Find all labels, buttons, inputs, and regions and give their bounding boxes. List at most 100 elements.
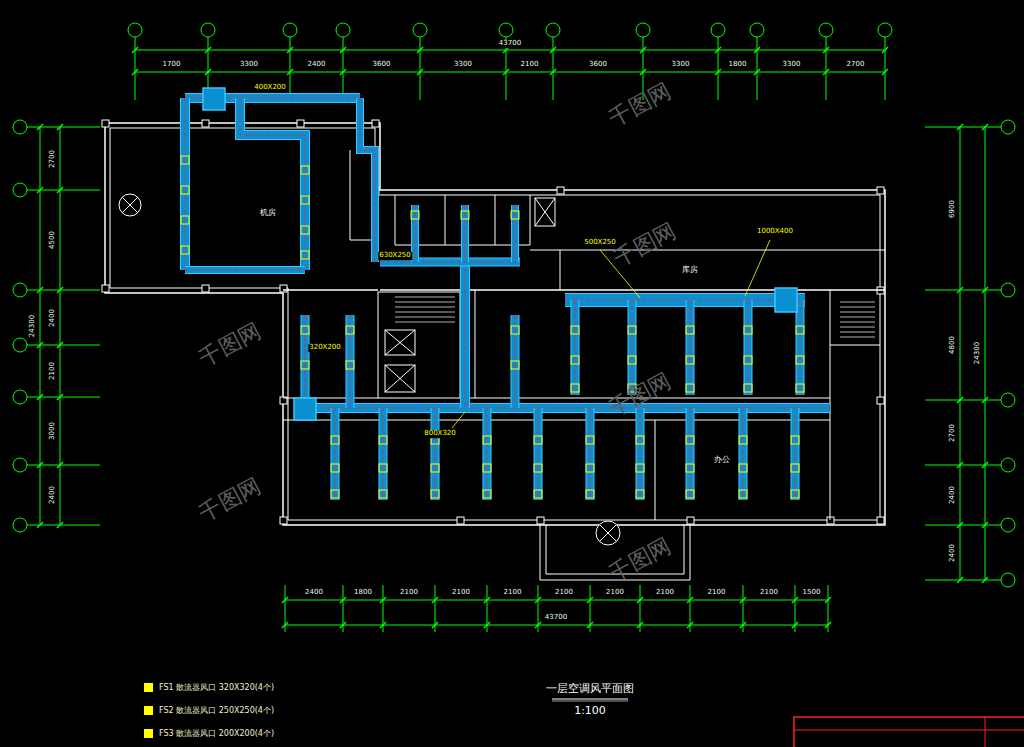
legend-text: FS2 散流器风口 250X250(4个) bbox=[159, 705, 274, 716]
air-duct bbox=[185, 267, 305, 273]
column bbox=[102, 120, 109, 127]
partition-wall bbox=[830, 345, 880, 346]
air-duct bbox=[744, 300, 753, 395]
diffuser bbox=[739, 490, 747, 498]
axis-line bbox=[925, 465, 1001, 466]
diffuser bbox=[301, 326, 309, 334]
shaft-cross bbox=[535, 198, 555, 226]
stair-tread bbox=[395, 302, 455, 303]
column bbox=[877, 517, 884, 524]
air-duct bbox=[534, 408, 543, 500]
dimension-text: 3300 bbox=[453, 61, 473, 69]
watermark: 千图网 bbox=[604, 78, 675, 131]
duct-centerline bbox=[743, 408, 744, 500]
dimension-text: 2100 bbox=[451, 589, 471, 597]
column bbox=[877, 187, 884, 194]
partition-wall bbox=[350, 150, 351, 240]
dimension-text: 2400 bbox=[949, 485, 957, 505]
axis-bubble bbox=[13, 283, 27, 297]
watermark: 千图网 bbox=[609, 218, 680, 271]
dimension-text: 24300 bbox=[29, 314, 37, 338]
diffuser bbox=[301, 166, 309, 174]
stair-tread bbox=[840, 302, 875, 303]
duct-centerline bbox=[795, 408, 796, 500]
axis-bubble bbox=[13, 338, 27, 352]
dimension-text: 3300 bbox=[671, 61, 691, 69]
legend-text: FS1 散流器风口 320X320(4个) bbox=[159, 682, 274, 693]
diffuser bbox=[628, 326, 636, 334]
diffuser bbox=[791, 490, 799, 498]
air-duct bbox=[412, 205, 418, 262]
air-duct bbox=[484, 408, 491, 500]
diffuser bbox=[586, 464, 594, 472]
axis-line bbox=[27, 525, 100, 526]
dimension-tick bbox=[57, 124, 63, 130]
dimension-tick bbox=[715, 69, 721, 75]
axis-line bbox=[925, 127, 1001, 128]
dimension-tick bbox=[982, 124, 988, 130]
duct-centerline bbox=[632, 300, 633, 395]
air-duct bbox=[301, 315, 310, 408]
dimension-tick bbox=[637, 622, 643, 628]
air-duct bbox=[462, 205, 468, 262]
air-duct bbox=[586, 408, 595, 500]
diffuser bbox=[331, 464, 339, 472]
dimension-tick bbox=[37, 394, 43, 400]
room-name: 库房 bbox=[681, 266, 699, 275]
dimension-text: 1700 bbox=[162, 61, 182, 69]
axis-bubble bbox=[878, 23, 892, 37]
duct-centerline bbox=[360, 98, 375, 262]
drawing-title: 一层空调风平面图 bbox=[545, 683, 635, 695]
diffuser bbox=[628, 356, 636, 364]
watermark: 千图网 bbox=[604, 533, 675, 586]
air-duct bbox=[535, 408, 542, 500]
dimension-tick bbox=[982, 462, 988, 468]
watermark: 千图网 bbox=[604, 368, 675, 421]
room-name: 机房 bbox=[259, 209, 277, 218]
dimension-text: 43700 bbox=[498, 40, 522, 48]
air-duct bbox=[791, 408, 800, 500]
stair-tread bbox=[395, 307, 455, 308]
partition-wall bbox=[560, 250, 561, 290]
duct-centerline bbox=[515, 205, 516, 262]
dimension-tick bbox=[740, 622, 746, 628]
diffuser bbox=[636, 490, 644, 498]
dimension-tick bbox=[205, 69, 211, 75]
dimension-tick bbox=[823, 47, 829, 53]
air-duct bbox=[331, 408, 340, 500]
column bbox=[202, 285, 209, 292]
axis-line bbox=[27, 127, 100, 128]
diffuser bbox=[331, 490, 339, 498]
air-duct bbox=[587, 408, 594, 500]
dimension-text: 3000 bbox=[49, 421, 57, 441]
stair-core bbox=[378, 292, 460, 398]
axis-bubble bbox=[499, 23, 513, 37]
axis-line bbox=[925, 525, 1001, 526]
dimension-tick bbox=[503, 47, 509, 53]
air-duct bbox=[346, 315, 355, 408]
axis-bubble bbox=[13, 458, 27, 472]
dimension-line bbox=[135, 50, 885, 51]
dimension-tick bbox=[37, 124, 43, 130]
air-duct bbox=[411, 205, 419, 262]
partition-wall bbox=[530, 250, 885, 251]
air-duct bbox=[379, 408, 388, 500]
diffuser bbox=[181, 216, 189, 224]
legend-row: FS2 散流器风口 250X250(4个) bbox=[144, 705, 274, 716]
title-block bbox=[794, 717, 1024, 747]
stair-tread bbox=[840, 327, 875, 328]
duct-size: 1000X400 bbox=[756, 228, 794, 236]
dimension-line bbox=[285, 600, 828, 601]
dimension-tick bbox=[957, 124, 963, 130]
dimension-tick bbox=[132, 69, 138, 75]
dimension-text: 2100 bbox=[759, 589, 779, 597]
air-handling-unit bbox=[203, 88, 225, 110]
axis-bubble bbox=[413, 23, 427, 37]
dimension-tick bbox=[380, 622, 386, 628]
dimension-tick bbox=[792, 622, 798, 628]
dimension-tick bbox=[417, 69, 423, 75]
diffuser bbox=[686, 384, 694, 392]
dimension-tick bbox=[57, 462, 63, 468]
stair-tread bbox=[395, 297, 455, 298]
